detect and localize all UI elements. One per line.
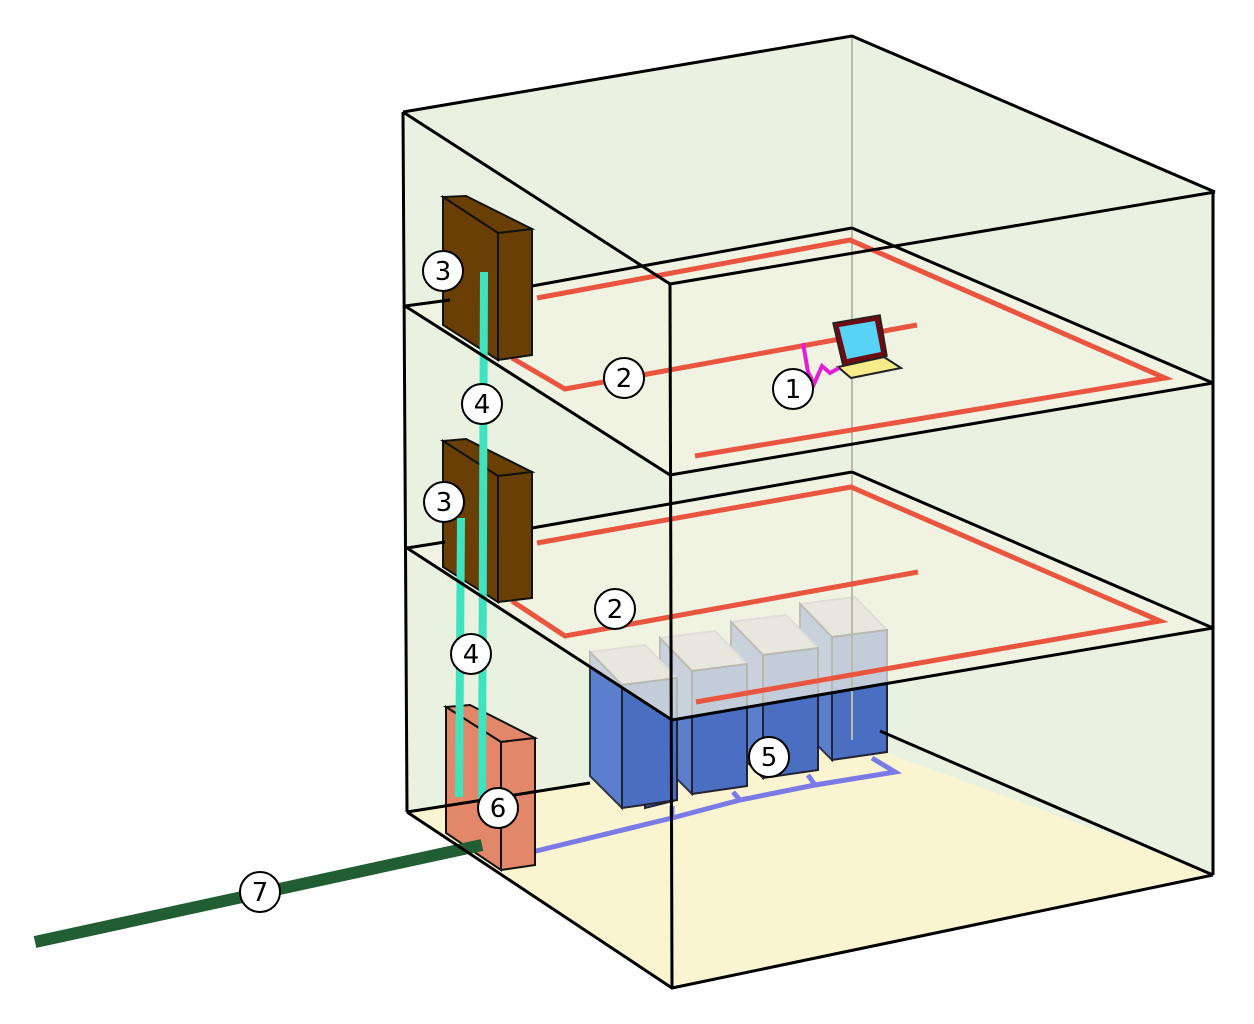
laptop	[832, 314, 904, 380]
ground-floor	[407, 740, 1213, 988]
callout-horizontal-cabling-upper: 2	[603, 357, 645, 399]
backbone-cable-upper	[478, 271, 488, 801]
callout-backbone-middle-label: 4	[463, 640, 480, 670]
callout-horizontal-cabling-middle: 2	[594, 588, 636, 630]
callout-entrance-facility: 6	[477, 787, 519, 829]
callout-backbone-middle: 4	[450, 633, 492, 675]
server-cable-branch	[731, 790, 742, 802]
callout-external-link-label: 7	[252, 878, 269, 908]
horizontal-cable-upper-branch	[510, 322, 918, 392]
patch-cord	[801, 342, 840, 389]
callout-horizontal-cabling-upper-label: 2	[616, 364, 633, 394]
telecom-room-cabinet-upper	[439, 194, 536, 362]
callout-telecom-room-upper: 3	[422, 250, 464, 292]
horizontal-cable-middle-branch	[510, 569, 919, 639]
server-cable	[531, 755, 903, 855]
callout-external-link: 7	[239, 871, 281, 913]
horizontal-cable-middle-loop	[536, 484, 1169, 705]
callout-computer-label: 1	[785, 375, 802, 405]
callout-telecom-room-middle: 3	[423, 481, 465, 523]
callout-entrance-facility-label: 6	[490, 794, 507, 824]
upper-floor-slab	[405, 228, 1213, 475]
callout-server-room: 5	[748, 736, 790, 778]
callout-horizontal-cabling-middle-label: 2	[607, 595, 624, 625]
callout-backbone-upper: 4	[461, 383, 503, 425]
middle-floor-slab	[407, 472, 1213, 720]
laptop-screen	[839, 321, 881, 359]
callout-backbone-upper-label: 4	[474, 390, 491, 420]
callout-server-room-label: 5	[761, 743, 778, 773]
horizontal-cable-upper-loop	[536, 237, 1174, 459]
building-edges	[401, 34, 1216, 990]
callout-telecom-room-upper-label: 3	[435, 257, 452, 287]
callout-computer: 1	[772, 368, 814, 410]
callout-telecom-room-middle-label: 3	[436, 488, 453, 518]
server-cable-branch	[805, 773, 818, 787]
